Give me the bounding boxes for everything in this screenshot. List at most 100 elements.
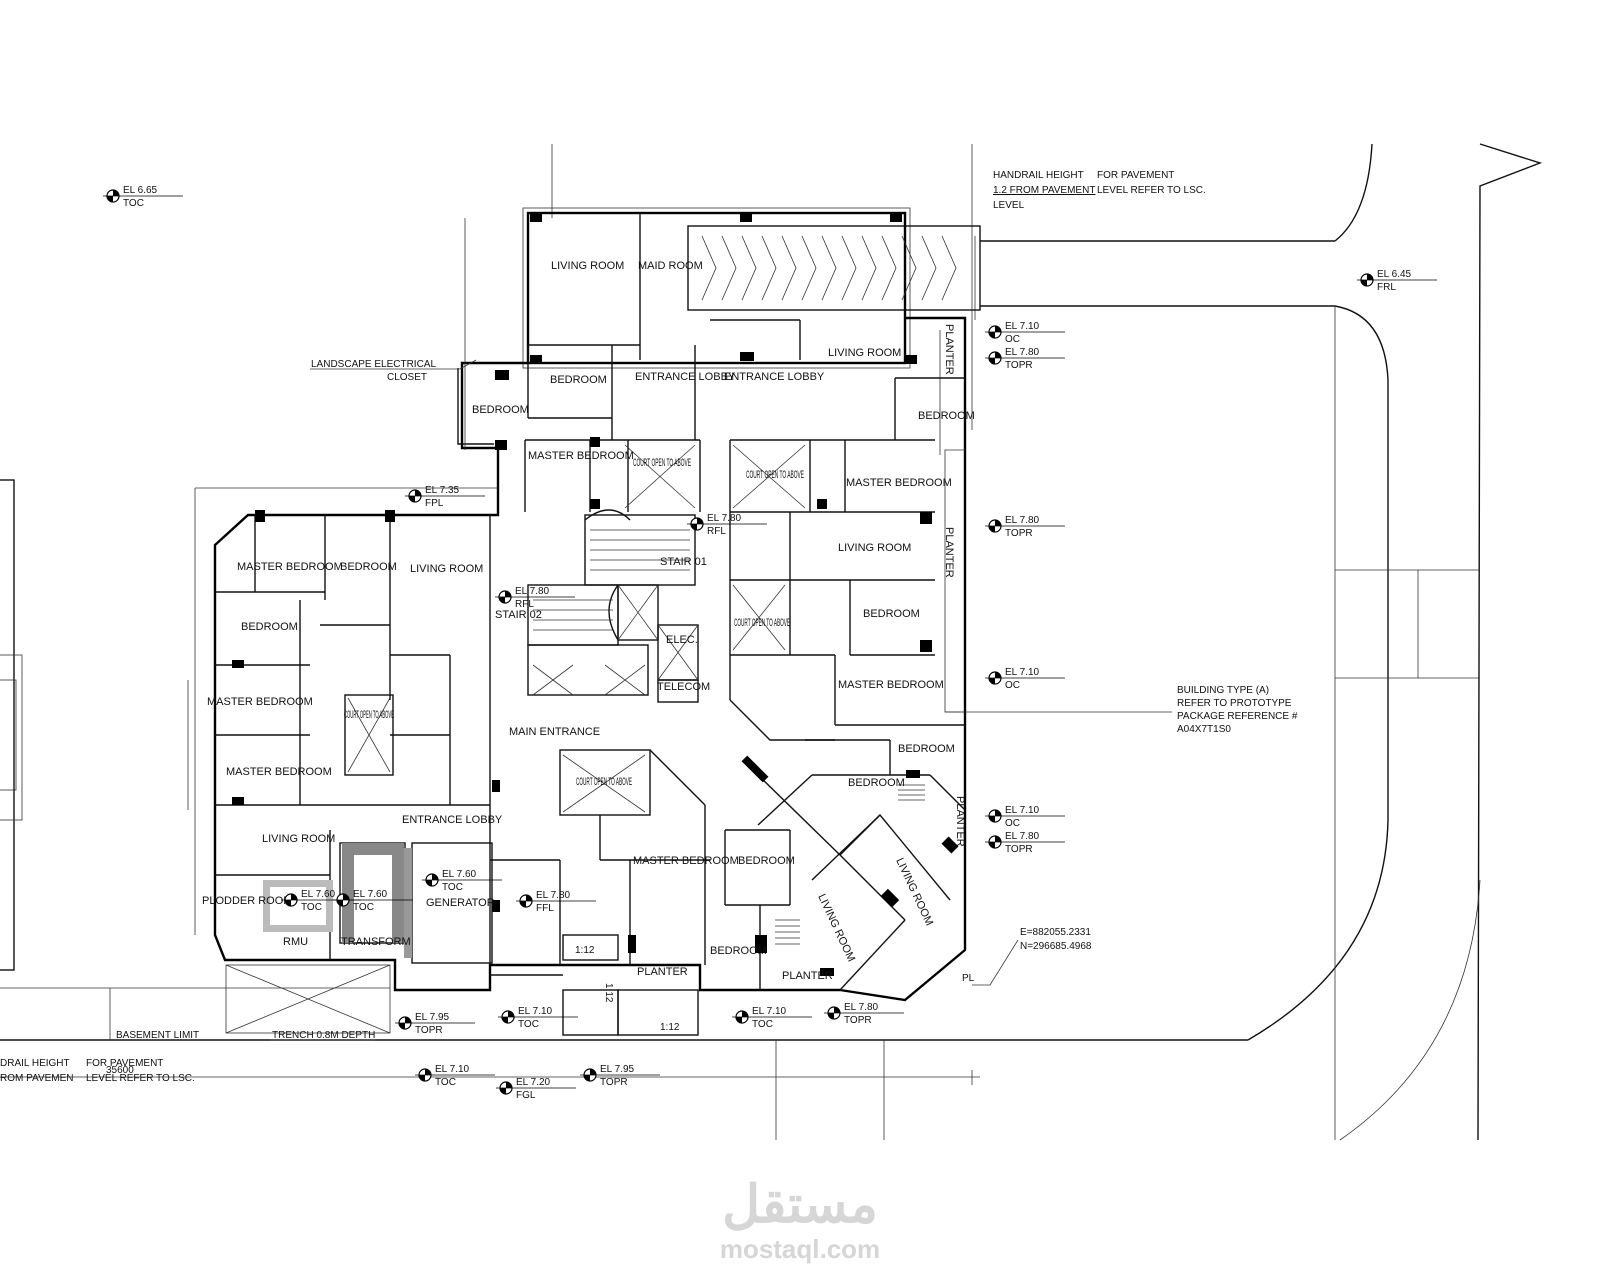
elevation-symbol-fill (107, 196, 113, 202)
elevation-value: EL 7.10 (518, 1006, 553, 1017)
mep-hatched-block (263, 843, 412, 958)
elevation-value: EL 7.95 (415, 1012, 450, 1023)
elevation-symbol-fill (742, 1011, 748, 1017)
elevation-type: TOC (752, 1019, 773, 1030)
elevation-symbol-fill (499, 597, 505, 603)
note-ramp: 1:12 (575, 945, 595, 956)
elevation-value: EL 7.80 (515, 586, 550, 597)
elevation-symbol-fill (432, 874, 438, 880)
elevation-symbol-fill (995, 326, 1001, 332)
room-label: MASTER BEDROOM (528, 450, 634, 462)
note-building-type: BUILDING TYPE (A) (1177, 685, 1269, 696)
room-label: ENTRANCE LOBBY (724, 371, 825, 383)
elevation-value: EL 7.35 (425, 485, 460, 496)
court-labels: COURT OPEN TO ABOVE COURT OPEN TO ABOVE … (344, 457, 804, 788)
elevation-type: RFL (515, 599, 534, 610)
elevation-symbol-fill (113, 190, 119, 196)
elevation-value: EL 7.10 (1005, 667, 1040, 678)
room-label: BEDROOM (550, 374, 607, 386)
room-label: BEDROOM (241, 621, 298, 633)
elevation-symbol-fill (508, 1011, 514, 1017)
watermark-arabic: مستقل (722, 1176, 878, 1234)
elevation-type: TOC (353, 902, 374, 913)
elevation-type: TOPR (600, 1077, 628, 1088)
elevation-symbol-fill (989, 526, 995, 532)
elevation-value: EL 6.45 (1377, 269, 1412, 280)
elevation-type: TOPR (1005, 844, 1033, 855)
elevation-symbol-fill (691, 524, 697, 530)
elevation-value: EL 7.80 (844, 1002, 879, 1013)
room-label: ENTRANCE LOBBY (635, 371, 736, 383)
elevation-value: EL 6.65 (123, 185, 158, 196)
elevation-value: EL 7.20 (516, 1077, 551, 1088)
note-building-type: PACKAGE REFERENCE # (1177, 711, 1298, 722)
elevation-value: EL 7.80 (1005, 347, 1040, 358)
watermark: مستقل mostaql.com (720, 1176, 880, 1264)
room-label: GENERATOR (426, 897, 495, 909)
note-trench: TRENCH 0.8M DEPTH (272, 1030, 375, 1041)
elevation-symbol-fill (590, 1069, 596, 1075)
room-label: MAID ROOM (638, 260, 703, 272)
note-pl: PL (962, 973, 975, 984)
elevation-value: EL 7.60 (301, 889, 336, 900)
elevation-type: TOC (442, 882, 463, 893)
note-handrail-bl: DRAIL HEIGHT (0, 1058, 70, 1069)
room-label: BEDROOM (738, 855, 795, 867)
room-label: PLANTER (637, 966, 688, 978)
elevation-value: EL 7.80 (536, 890, 571, 901)
room-label: PLANTER (943, 527, 955, 578)
elevation-symbol-fill (419, 1075, 425, 1081)
elevation-symbol-fill (291, 894, 297, 900)
elevation-symbol-fill (505, 591, 511, 597)
room-label: PLANTER (943, 324, 955, 375)
elevation-symbol-fill (285, 900, 291, 906)
note-handrail-bl: ROM PAVEMEN (0, 1073, 74, 1084)
room-label: ENTRANCE LOBBY (402, 814, 503, 826)
elevation-symbol-fill (989, 678, 995, 684)
elevation-symbol-fill (506, 1082, 512, 1088)
note-coordinates: N=296685.4968 (1020, 941, 1092, 952)
elevation-symbol-fill (520, 901, 526, 907)
note-building-type: A04X7T1S0 (1177, 724, 1231, 735)
elevation-value: EL 7.60 (442, 869, 477, 880)
elevation-symbol-fill (415, 490, 421, 496)
elevation-type: OC (1005, 680, 1020, 691)
court-label: COURT OPEN TO ABOVE (344, 709, 394, 721)
room-label: STAIR 01 (660, 556, 707, 568)
court-label: COURT OPEN TO ABOVE (734, 617, 790, 629)
room-label: MASTER BEDROOM (633, 855, 739, 867)
room-label: LIVING ROOM (828, 347, 901, 359)
court-label: COURT OPEN TO ABOVE (576, 776, 632, 788)
elevation-value: EL 7.10 (435, 1064, 470, 1075)
room-label: LIVING ROOM (893, 856, 935, 928)
note-handrail: 1.2 FROM PAVEMENT (993, 185, 1095, 196)
note-dimension: 35600 (106, 1065, 134, 1076)
elevation-symbol-fill (989, 332, 995, 338)
note-pavement-bl: LEVEL REFER TO LSC. (86, 1073, 195, 1084)
court-label: COURT OPEN TO ABOVE (746, 469, 804, 481)
room-label: MASTER BEDROOM (838, 679, 944, 691)
room-label: MASTER BEDROOM (226, 766, 332, 778)
elevation-value: EL 7.80 (707, 513, 742, 524)
room-label: LIVING ROOM (262, 833, 335, 845)
elevation-type: RFL (707, 526, 726, 537)
elevation-type: TOPR (415, 1025, 443, 1036)
note-landscape: CLOSET (387, 372, 427, 383)
elevation-value: EL 7.95 (600, 1064, 635, 1075)
room-label: MAIN ENTRANCE (509, 726, 600, 738)
room-label: PLODDER ROOM (202, 895, 292, 907)
annotation-notes: HANDRAIL HEIGHT 1.2 FROM PAVEMENT LEVEL … (0, 170, 1298, 1084)
